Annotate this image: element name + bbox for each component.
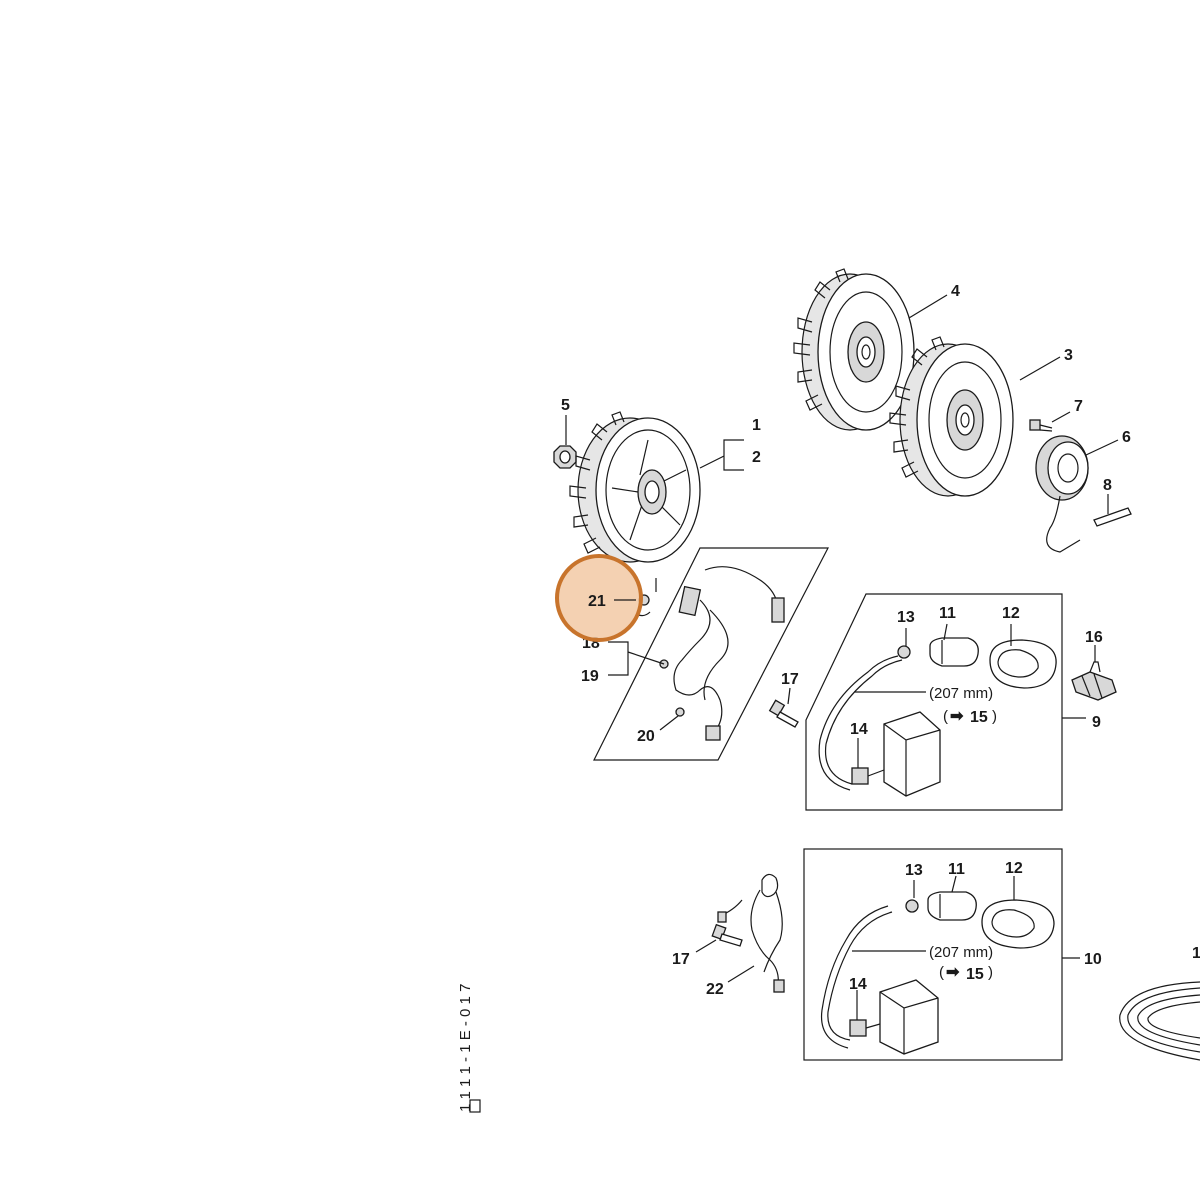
ref-open-paren-b: (	[939, 964, 944, 981]
callout-20: 20	[637, 728, 655, 745]
ignition-module-part-6	[1035, 435, 1089, 553]
leader-7	[1051, 411, 1071, 423]
flywheel-part-4	[793, 268, 915, 431]
harness-kit-group	[593, 547, 829, 761]
callout-5: 5	[561, 397, 570, 414]
nut-part-5	[553, 445, 577, 469]
callout-7: 7	[1074, 398, 1083, 415]
callout-8: 8	[1103, 477, 1112, 494]
ref-arrow-a: ➡	[950, 708, 964, 725]
ref-part-15-b: 15	[966, 966, 984, 983]
pin-part-8	[1093, 507, 1132, 527]
ignition-coil-kit-10	[803, 848, 1063, 1061]
callout-11-b: 11	[948, 861, 965, 878]
ref-close-paren-a: )	[992, 708, 997, 725]
highlight-marker[interactable]: 21	[555, 554, 643, 642]
leader-17-lower	[695, 939, 717, 953]
leader-11-a	[943, 623, 948, 641]
leader-22	[727, 965, 755, 983]
callout-19: 19	[581, 668, 599, 685]
svg-text:1 1 1 1 - 1 E - 0 1 7: 1 1 1 1 - 1 E - 0 1 7	[457, 984, 474, 1112]
flywheel-part-3	[889, 336, 1014, 497]
leader-1-2	[699, 439, 744, 471]
harness-part-22	[717, 873, 785, 993]
spark-plug-part-16	[1071, 661, 1117, 701]
callout-14-b: 14	[849, 976, 867, 993]
document-code-stamp: 1 1 1 1 - 1 E - 0 1 7	[457, 984, 481, 1113]
ignition-coil-kit-9	[805, 593, 1063, 811]
screw-part-7	[1029, 419, 1053, 432]
callout-4: 4	[951, 283, 960, 300]
callout-3: 3	[1064, 347, 1073, 364]
callout-13-b: 13	[905, 862, 923, 879]
callout-16: 16	[1085, 629, 1103, 646]
callout-17-lower: 17	[672, 951, 690, 968]
callout-11-a: 11	[939, 605, 956, 622]
ref-open-paren-a: (	[943, 708, 948, 725]
cable-length-note-b: (207 mm)	[929, 944, 993, 961]
callout-partial-edge: 1	[1192, 945, 1200, 962]
leader-3	[1019, 356, 1061, 381]
screw-part-17-lower	[711, 923, 743, 947]
coiled-cable-partial	[1119, 981, 1200, 1061]
callout-6: 6	[1122, 429, 1131, 446]
cable-length-note-a: (207 mm)	[929, 685, 993, 702]
ref-arrow-b: ➡	[946, 964, 960, 981]
leader-17-upper	[787, 687, 791, 705]
leader-19	[627, 651, 665, 665]
callout-12-b: 12	[1005, 860, 1023, 877]
callout-9: 9	[1092, 714, 1101, 731]
ref-close-paren-b: )	[988, 964, 993, 981]
callout-10: 10	[1084, 951, 1102, 968]
leader-18-19	[608, 641, 629, 676]
callout-13-a: 13	[897, 609, 915, 626]
callout-17-upper: 17	[781, 671, 799, 688]
flywheel-part-1-2	[569, 411, 701, 563]
leader-6	[1085, 439, 1119, 456]
callout-1: 1	[752, 417, 761, 434]
leader-20	[659, 715, 679, 731]
screw-part-17-upper	[768, 699, 799, 728]
callout-22: 22	[706, 981, 724, 998]
callout-2: 2	[752, 449, 761, 466]
ref-part-15-a: 15	[970, 709, 988, 726]
callout-14-a: 14	[850, 721, 868, 738]
leader-11-b	[951, 875, 957, 893]
callout-12-a: 12	[1002, 605, 1020, 622]
callout-21: 21	[588, 593, 606, 610]
leader-4	[908, 294, 948, 319]
